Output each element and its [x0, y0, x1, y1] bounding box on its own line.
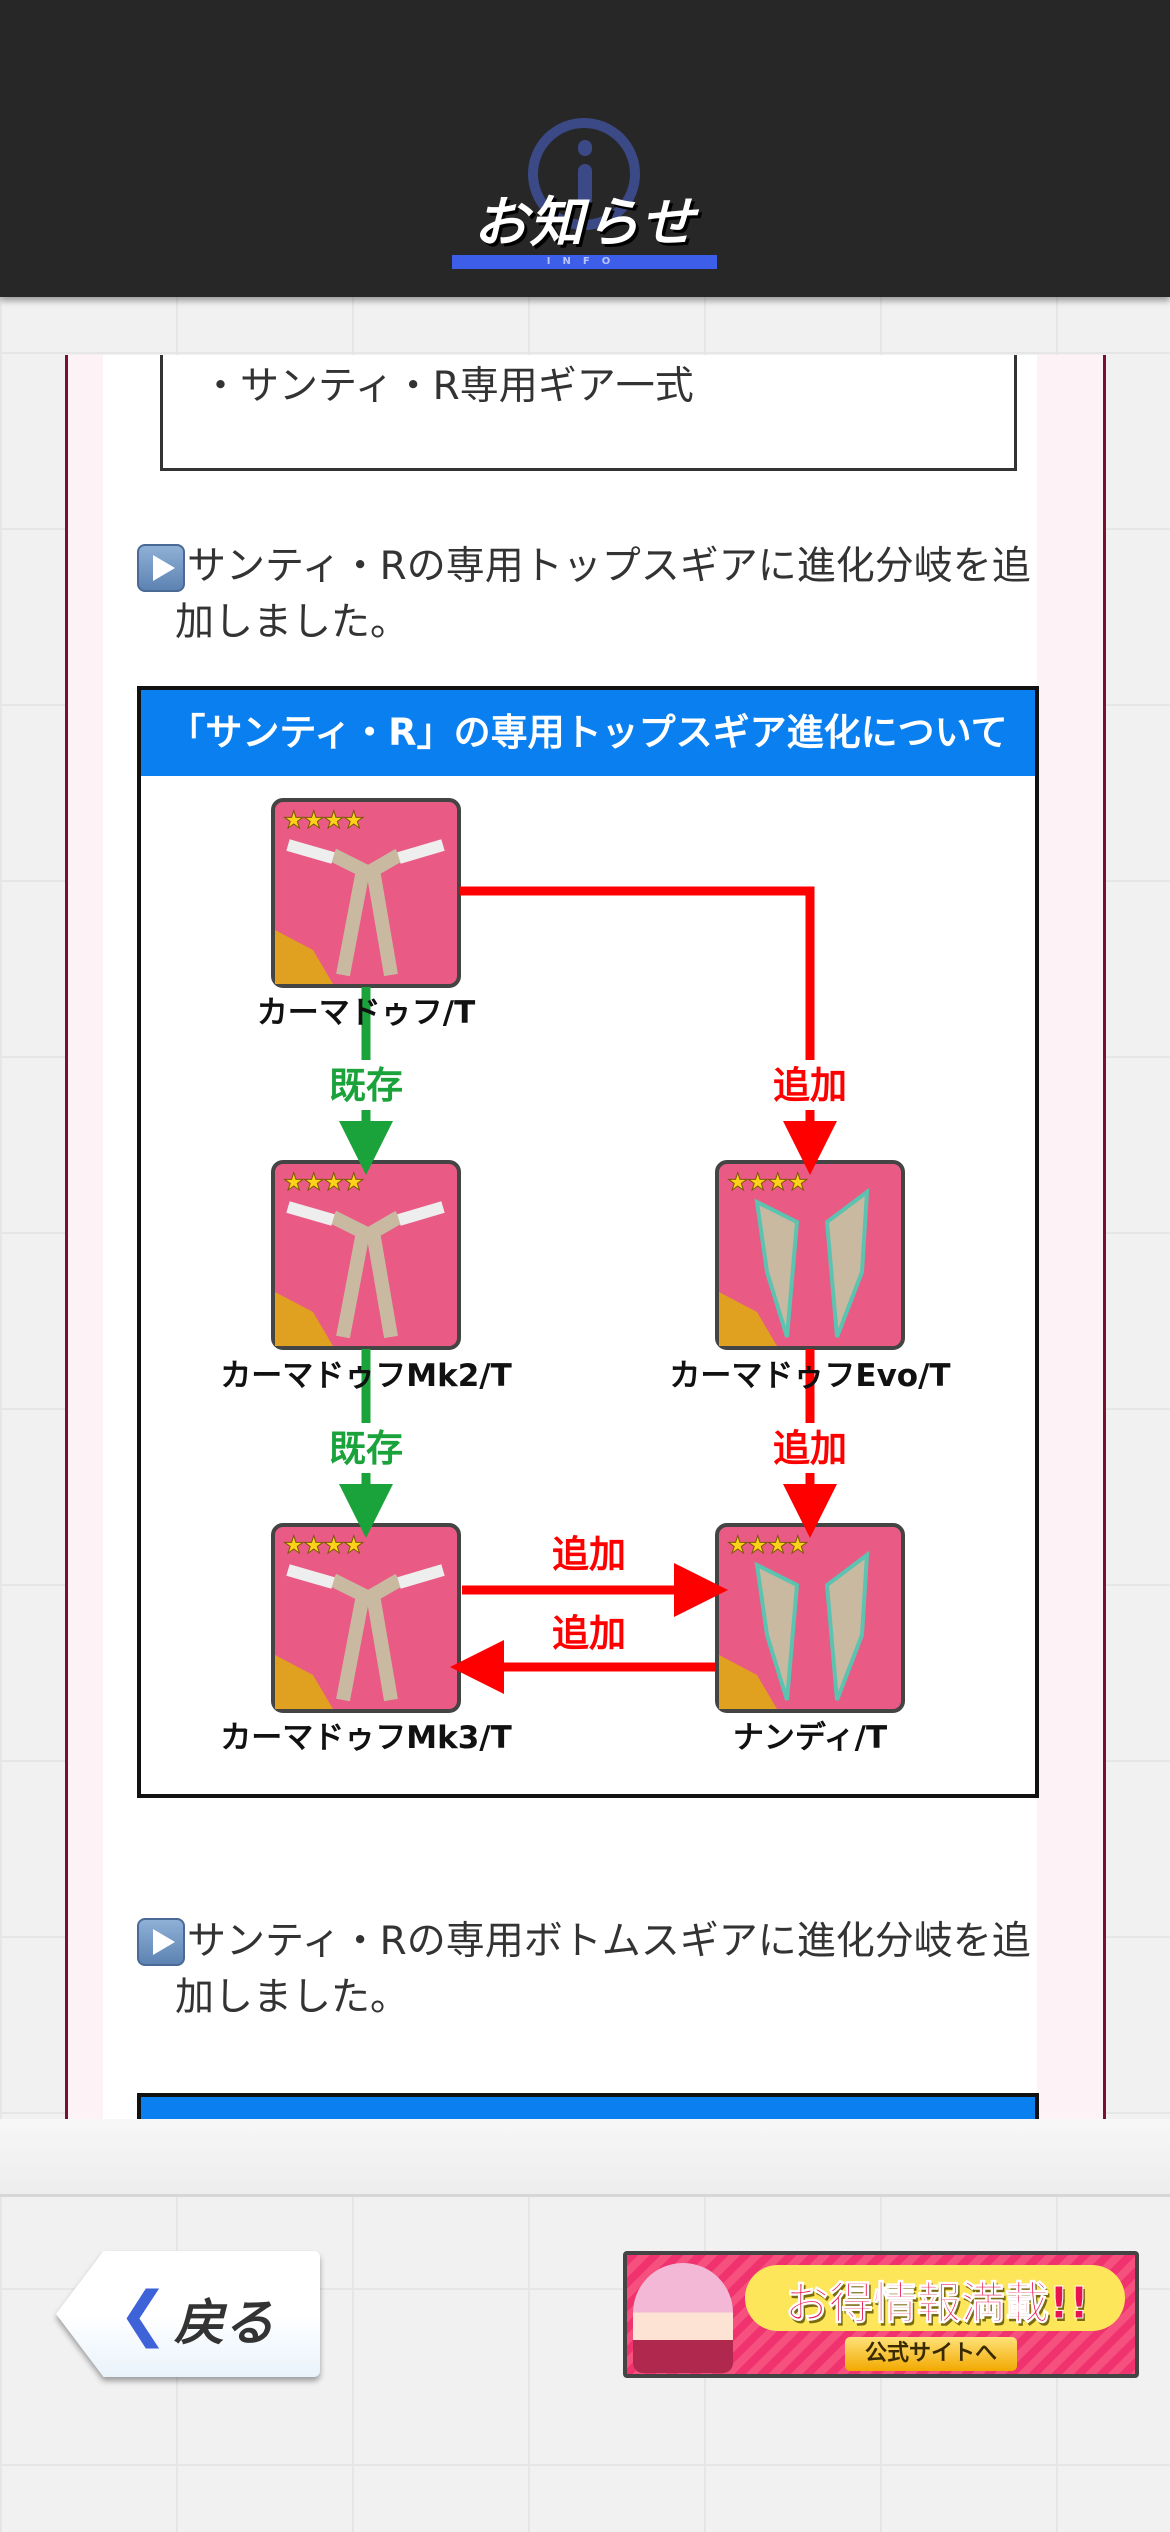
evolution-diagram: 「サンティ・R」の専用トップスギア進化について ★★★★ ★★★★ ★★★★ [137, 686, 1039, 1798]
node-label: カーマドゥフMk3/T [220, 1720, 512, 1756]
rarity-star-icon: ★ [323, 806, 345, 834]
rarity-star-icon: ★ [303, 1531, 325, 1559]
play-arrow-icon [137, 544, 185, 592]
edge-label-existing: 既存 [329, 1427, 403, 1470]
node-label: カーマドゥフMk2/T [220, 1358, 512, 1394]
rarity-star-icon: ★ [283, 1531, 305, 1559]
rarity-star-icon: ★ [767, 1168, 789, 1196]
rarity-star-icon: ★ [747, 1531, 769, 1559]
rarity-star-icon: ★ [323, 1168, 345, 1196]
rarity-star-icon: ★ [283, 1168, 305, 1196]
diagram-title: 「サンティ・R」の専用トップスギア進化について [141, 690, 1035, 776]
bottoms-diagram-header [137, 2093, 1039, 2119]
target-gear-box: 【対象ギア】 ・サンティ・R専用ギア一式 [160, 355, 1017, 471]
rarity-star-icon: ★ [303, 1168, 325, 1196]
edge-label-added: 追加 [552, 1533, 626, 1576]
node-label: カーマドゥフ/T [257, 995, 475, 1031]
gear-icon: ★★★★ [271, 798, 461, 988]
rarity-star-icon: ★ [323, 1531, 345, 1559]
rarity-star-icon: ★ [343, 1168, 365, 1196]
gear-icon: ★★★★ [271, 1160, 461, 1350]
rarity-star-icon: ★ [283, 806, 305, 834]
gear-icon: ★★★★ [715, 1160, 905, 1350]
info-logo-stem [578, 164, 592, 210]
rarity-star-icon: ★ [303, 806, 325, 834]
page-subtitle: INFO [452, 255, 717, 269]
character-illustration [633, 2263, 733, 2373]
node-label: ナンディ/T [733, 1720, 887, 1756]
gear-icon: ★★★★ [715, 1523, 905, 1713]
official-site-banner[interactable]: お得情報満載!! 公式サイトへ [623, 2251, 1139, 2378]
banner-bubble [745, 2265, 1125, 2331]
paragraph-1-line-2: 加しました。 [175, 600, 410, 645]
rarity-star-icon: ★ [727, 1531, 749, 1559]
rarity-star-icon: ★ [747, 1168, 769, 1196]
play-arrow-icon [137, 1918, 185, 1966]
paragraph-1-line-1: サンティ・Rの専用トップスギアに進化分岐を追 [187, 544, 1031, 589]
node-label: カーマドゥフEvo/T [669, 1358, 950, 1394]
header-bar: お知らせ INFO [0, 0, 1170, 297]
page-title: お知らせ [473, 191, 697, 254]
back-label: 戻る [174, 2294, 274, 2352]
edge-label-added: 追加 [773, 1064, 847, 1107]
edge-label-added: 追加 [773, 1427, 847, 1470]
edge-added-1 [460, 886, 837, 1175]
diagram-graph: ★★★★ ★★★★ ★★★★ ★★★★ ★★★★ [220, 798, 951, 1756]
target-heading: 【対象ギア】 [203, 355, 437, 363]
chevron-left-icon: ❮ [118, 2279, 169, 2349]
edge-label-existing: 既存 [329, 1064, 403, 1107]
banner-title: お得情報満載!! [784, 2278, 1090, 2330]
target-item: ・サンティ・R専用ギア一式 [201, 364, 694, 409]
paragraph-2-line-1: サンティ・Rの専用ボトムスギアに進化分岐を追 [187, 1919, 1031, 1964]
rarity-star-icon: ★ [343, 1531, 365, 1559]
edge-label-added: 追加 [552, 1612, 626, 1655]
rarity-star-icon: ★ [787, 1168, 809, 1196]
info-logo-icon [528, 118, 640, 230]
banner-official-site-link[interactable]: 公式サイトへ [845, 2337, 1017, 2371]
rarity-star-icon: ★ [787, 1531, 809, 1559]
gear-icon: ★★★★ [271, 1523, 461, 1713]
notice-content-panel[interactable]: 【対象ギア】 ・サンティ・R専用ギア一式 サンティ・Rの専用トップスギアに進化分… [65, 355, 1106, 2119]
back-button[interactable]: ❮ 戻る [56, 2251, 320, 2377]
footer-divider [0, 2119, 1170, 2197]
info-logo-dot [578, 140, 592, 156]
paragraph-2-line-2: 加しました。 [175, 1975, 410, 2020]
rarity-star-icon: ★ [343, 806, 365, 834]
rarity-star-icon: ★ [767, 1531, 789, 1559]
rarity-star-icon: ★ [727, 1168, 749, 1196]
